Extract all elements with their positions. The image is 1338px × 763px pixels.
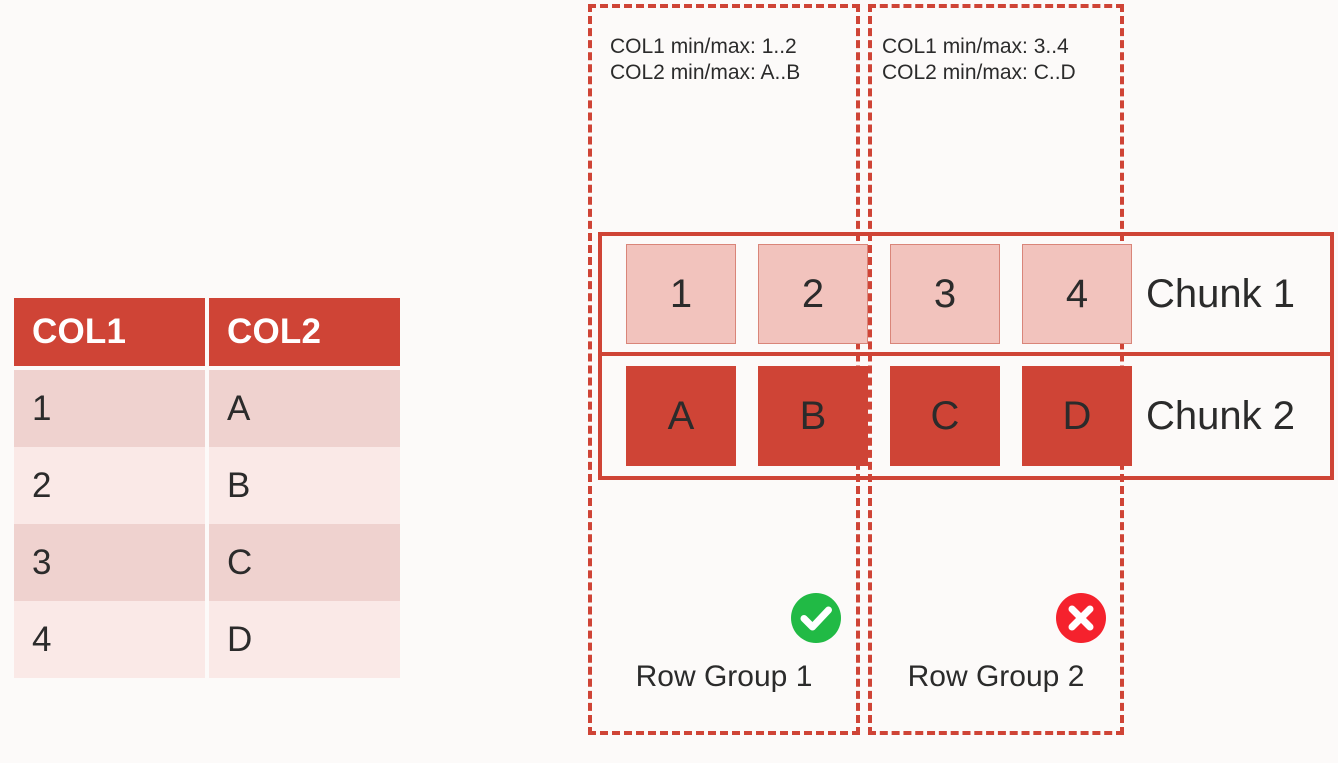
row-group-2-minmax-stats: COL1 min/max: 3..4 COL2 min/max: C..D (882, 35, 1076, 84)
table-cell-col1: 2 (14, 447, 205, 524)
chunk-1-cell-3: 3 (890, 244, 1000, 344)
row-group-1-label: Row Group 1 (635, 660, 813, 693)
table-header-col2: COL2 (209, 298, 400, 366)
table-cell-col2: D (209, 601, 400, 678)
table-cell-col1: 1 (14, 370, 205, 447)
table-row: 2 B (14, 447, 400, 524)
row-group-1-minmax-stats: COL1 min/max: 1..2 COL2 min/max: A..B (610, 35, 801, 84)
chunk-row-2: A B C D Chunk 2 (602, 356, 1330, 476)
table-row: 1 A (14, 370, 400, 447)
table-cell-col2: B (209, 447, 400, 524)
chunk-2-label: Chunk 2 (1146, 393, 1295, 438)
chunk-grid: 1 2 3 4 Chunk 1 A B C D Chunk 2 (598, 232, 1334, 480)
table-body: 1 A 2 B 3 C 4 D (14, 370, 400, 678)
chunk-2-cell-track: A B C D (602, 356, 1132, 476)
chunk-2-cell-4: D (1022, 366, 1132, 466)
table-header-row: COL1 COL2 (14, 298, 400, 366)
chunk-1-cell-4: 4 (1022, 244, 1132, 344)
check-circle-icon (789, 591, 843, 645)
chunk-1-cell-2: 2 (758, 244, 868, 344)
chunk-1-cell-track: 1 2 3 4 (602, 236, 1132, 352)
table-cell-col1: 3 (14, 524, 205, 601)
chunk-2-cell-2: B (758, 366, 868, 466)
chunk-row-1: 1 2 3 4 Chunk 1 (602, 236, 1330, 356)
source-table: COL1 COL2 1 A 2 B 3 C 4 D (14, 298, 400, 678)
x-circle-icon (1054, 591, 1108, 645)
table-cell-col1: 4 (14, 601, 205, 678)
row-group-2-label: Row Group 2 (907, 660, 1085, 693)
table-cell-col2: C (209, 524, 400, 601)
chunk-1-cell-1: 1 (626, 244, 736, 344)
table-row: 3 C (14, 524, 400, 601)
table-header-col1: COL1 (14, 298, 205, 366)
chunk-2-cell-1: A (626, 366, 736, 466)
chunk-1-label: Chunk 1 (1146, 271, 1295, 316)
chunk-2-cell-3: C (890, 366, 1000, 466)
table-cell-col2: A (209, 370, 400, 447)
table-row: 4 D (14, 601, 400, 678)
